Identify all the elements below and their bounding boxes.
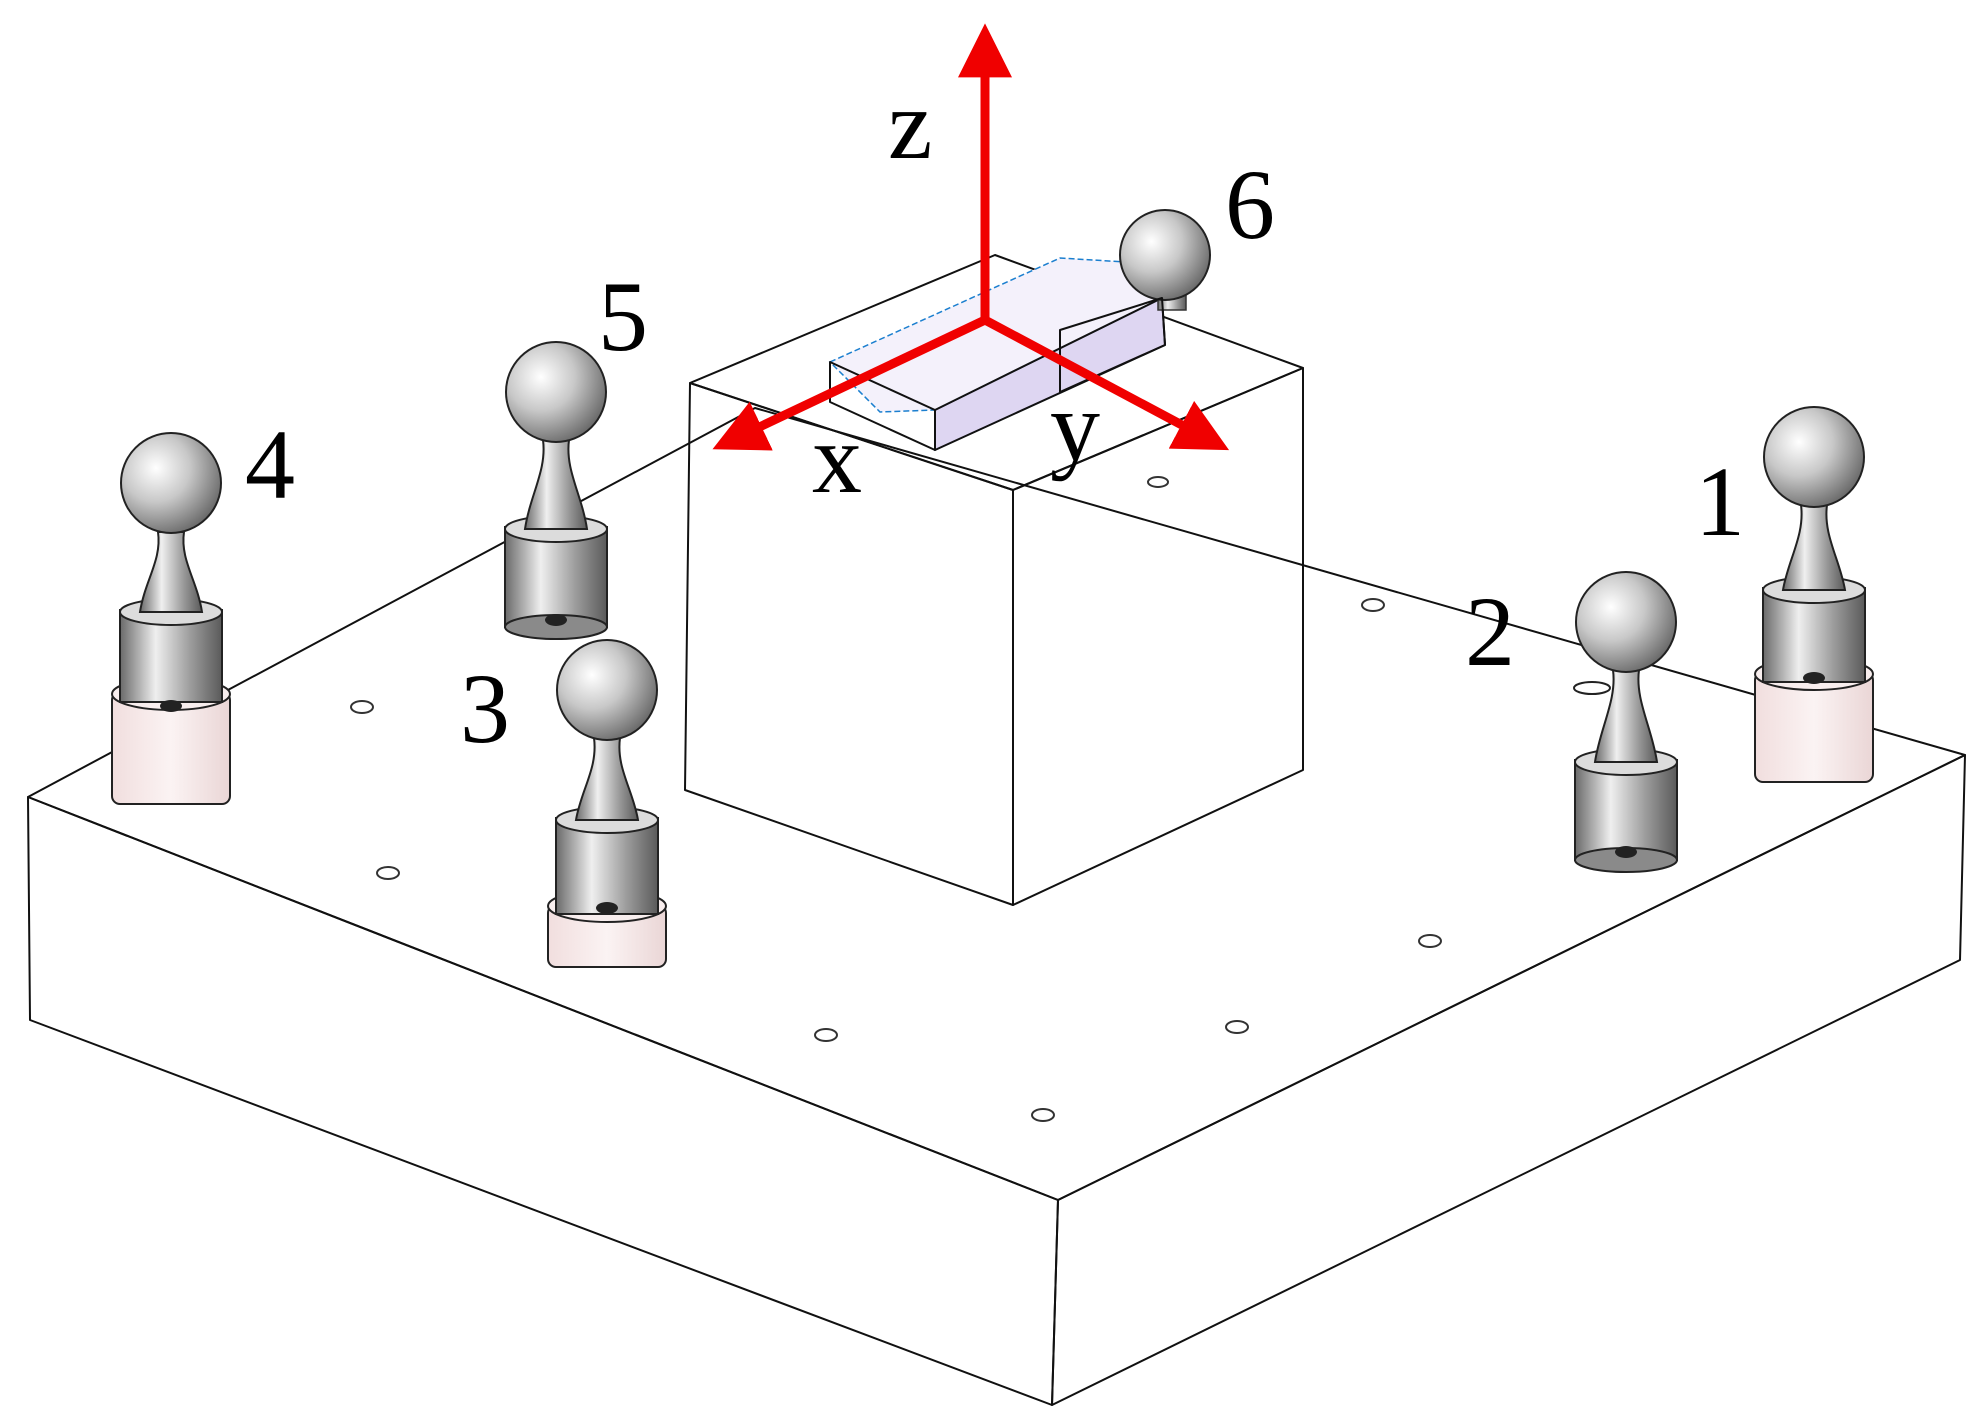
ball-3-sphere [556, 639, 658, 741]
ball-3 [547, 639, 667, 968]
ball-5-sphere [505, 341, 607, 443]
plate-hole [814, 1028, 838, 1042]
base-plate-right-side [1051, 754, 1966, 1406]
ball-label-1: 1 [1695, 446, 1745, 557]
workpiece [828, 257, 1166, 452]
ball-label-6: 6 [1225, 149, 1275, 260]
ball-1-sphere [1763, 406, 1865, 508]
ball-4 [111, 432, 231, 805]
ball-5-neck [523, 439, 589, 530]
ball-2-neck [1593, 669, 1659, 763]
ball-2-sphere [1575, 571, 1677, 673]
plate-hole [1361, 598, 1385, 612]
ball-6-sphere [1119, 209, 1211, 301]
x-axis-arrow [712, 315, 987, 451]
workpiece-right-front [1059, 297, 1166, 393]
plate-hole [376, 866, 400, 880]
ball-5-body-hole [545, 614, 567, 626]
ball-3-body-hole [596, 902, 618, 914]
ball-1-neck [1781, 504, 1847, 591]
ball-5 [504, 341, 608, 640]
z-axis-label: z [888, 69, 932, 180]
ball-4-sphere [120, 432, 222, 534]
plate-holes [350, 598, 1442, 1122]
ball-label-4: 4 [245, 409, 295, 520]
ball-2-body-hole [1615, 846, 1637, 858]
ball-label-2: 2 [1465, 576, 1515, 687]
ball-label-5: 5 [598, 261, 648, 372]
base-plate-left-side [27, 796, 1059, 1406]
ball-2-clip [1573, 681, 1611, 695]
plate-hole [1418, 934, 1442, 948]
base-plate [27, 407, 1966, 1406]
ball-2 [1573, 571, 1678, 873]
cube-hole [1147, 476, 1169, 488]
ball-1 [1754, 406, 1874, 783]
y-axis-label: y [1050, 371, 1100, 482]
plate-hole [1225, 1020, 1249, 1034]
coordinate-axes [712, 23, 1230, 451]
plate-hole [350, 700, 374, 714]
x-axis-label: x [812, 403, 862, 514]
plate-hole [1031, 1108, 1055, 1122]
ball-label-3: 3 [460, 653, 510, 764]
ball-4-body-hole [160, 700, 182, 712]
ball-1-body-hole [1803, 672, 1825, 684]
ball-4-neck [138, 531, 204, 613]
ball-2-body [1574, 759, 1678, 861]
y-axis-arrow [982, 316, 1230, 451]
ball-3-neck [574, 737, 640, 821]
